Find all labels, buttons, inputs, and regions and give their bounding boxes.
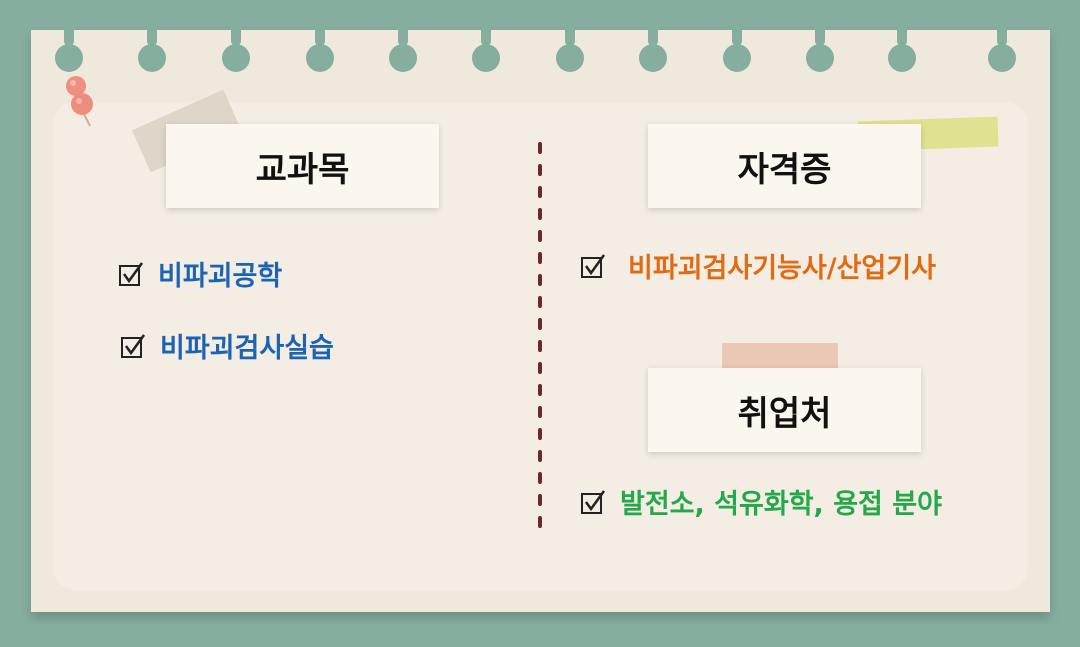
binder-ring-icon: [472, 0, 500, 74]
binder-ring-icon: [138, 0, 166, 74]
list-item: 비파괴검사기능사/산업기사: [580, 246, 936, 285]
course-item-label: 비파괴검사실습: [160, 333, 334, 364]
checkbox-checked-icon: [121, 333, 146, 358]
binder-ring-icon: [306, 0, 334, 74]
binder-ring-icon: [988, 0, 1016, 74]
career-item-label: 발전소, 석유화학, 용접 분야: [620, 489, 942, 520]
list-item: 비파괴검사실습: [120, 326, 334, 365]
masking-tape: [722, 343, 838, 371]
section-label-card: 취업처: [648, 368, 921, 452]
certifications-title: 자격증: [737, 149, 832, 190]
binder-ring-icon: [222, 0, 250, 74]
pushpin-icon: [66, 76, 93, 127]
binder-ring-icon: [556, 0, 584, 74]
checkbox-checked-icon: [581, 489, 606, 514]
section-label-card: 자격증: [648, 124, 921, 208]
careers-title: 취업처: [737, 393, 832, 434]
binder-ring-icon: [389, 0, 417, 74]
certification-item-label: 비파괴검사기능사/산업기사: [628, 253, 936, 284]
checkbox-checked-icon: [581, 253, 606, 278]
list-item: 비파괴공학: [118, 254, 282, 293]
courses-title: 교과목: [255, 149, 350, 190]
binder-ring-icon: [723, 0, 751, 74]
binder-ring-icon: [55, 0, 83, 74]
binder-ring-icon: [888, 0, 916, 74]
binder-ring-icon: [806, 0, 834, 74]
binder-ring-icon: [639, 0, 667, 74]
dotted-divider: [538, 142, 542, 530]
checkbox-checked-icon: [119, 261, 144, 286]
section-label-card: 교과목: [166, 124, 439, 208]
list-item: 발전소, 석유화학, 용접 분야: [580, 482, 942, 521]
course-item-label: 비파괴공학: [158, 261, 283, 292]
